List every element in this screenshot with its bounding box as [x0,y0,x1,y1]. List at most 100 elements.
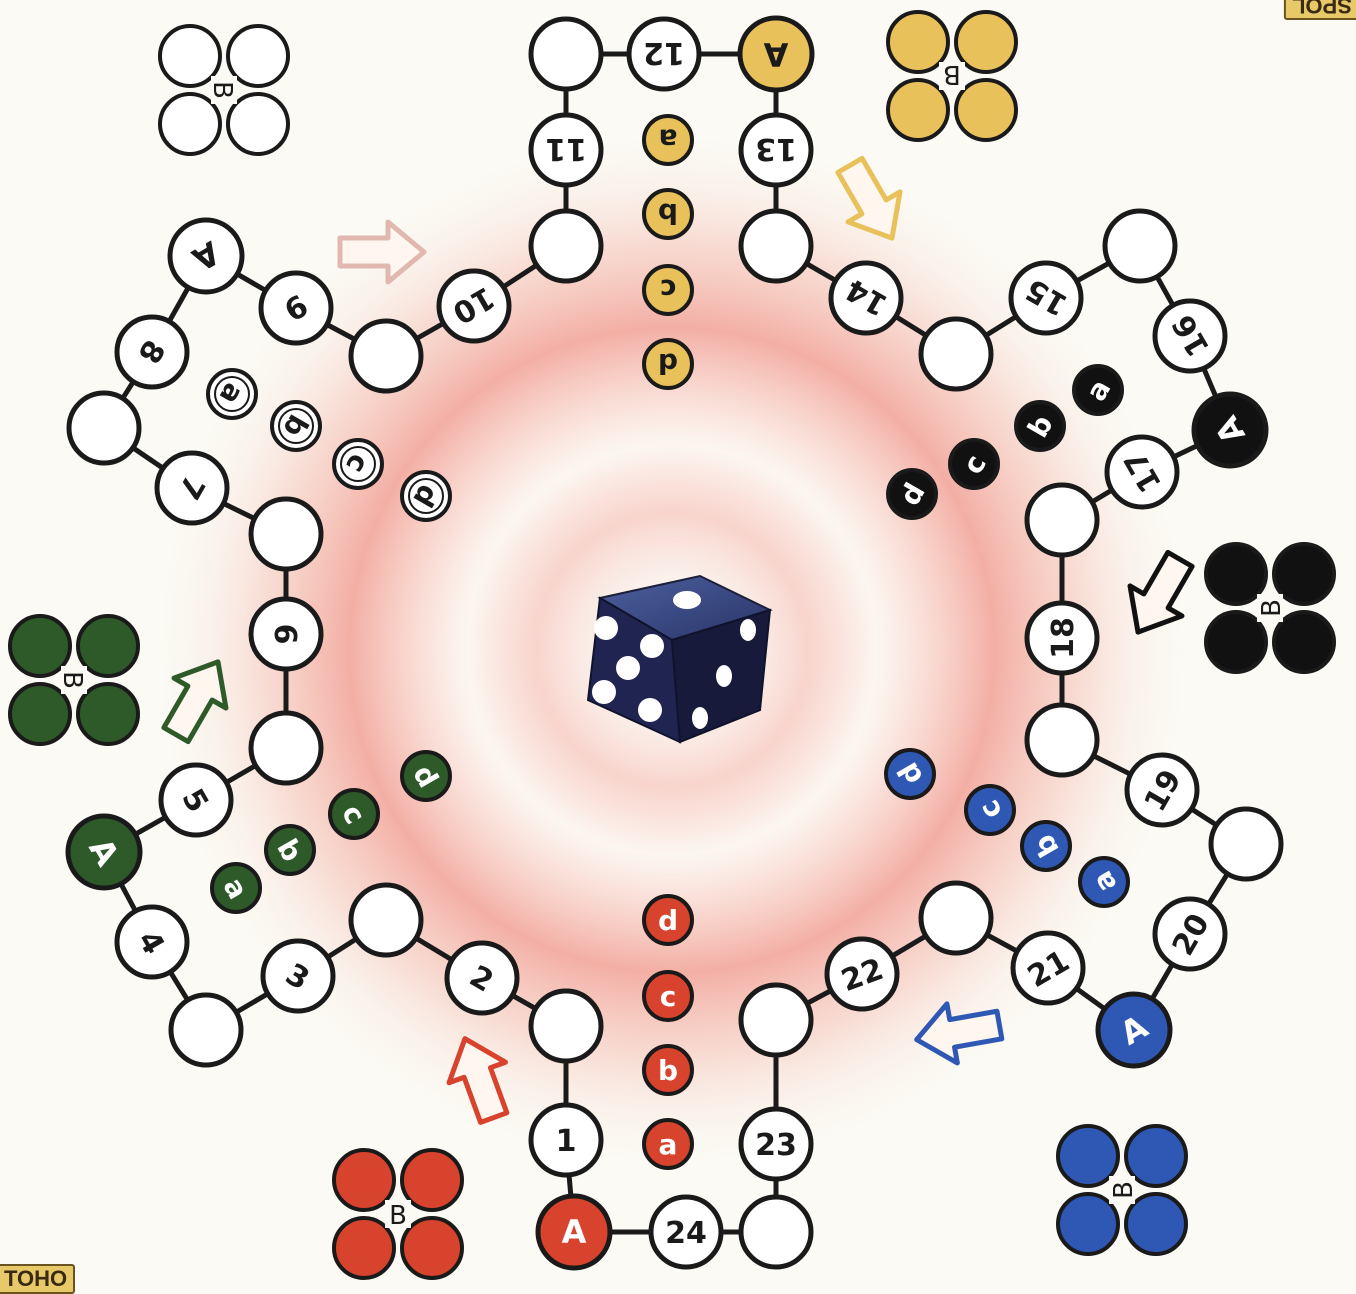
track-field[interactable]: 4 [117,907,187,977]
start-field-white[interactable]: A [170,220,242,292]
home-field[interactable]: d [888,470,936,518]
home-field[interactable]: a [1080,858,1128,906]
track-field[interactable] [531,19,601,89]
home-letter: b [658,197,678,230]
track-field[interactable]: 2 [447,943,517,1013]
start-field-red[interactable]: A [538,1196,610,1268]
track-field[interactable]: 10 [439,271,509,341]
home-field[interactable]: a [644,1120,692,1168]
track-field[interactable] [741,985,811,1055]
field-number: 1 [556,1124,577,1159]
field-number: 24 [665,1216,707,1251]
home-field[interactable]: b [1016,402,1064,450]
dice-pip [716,665,732,687]
track-field[interactable]: 18 [1027,603,1097,673]
field-circle [351,321,421,391]
home-field[interactable]: b [1022,822,1070,870]
track-field[interactable] [1027,705,1097,775]
track-field[interactable]: 1 [531,1105,601,1175]
home-field[interactable]: b [272,402,320,450]
field-circle [921,883,991,953]
track-field[interactable]: 8 [117,317,187,387]
track-field[interactable]: 11 [531,115,601,185]
track-field[interactable] [741,1197,811,1267]
field-number: 18 [1046,617,1081,659]
track-field[interactable]: 22 [827,939,897,1009]
track-field[interactable]: 5 [161,765,231,835]
track-field[interactable] [921,883,991,953]
home-field[interactable]: b [644,1046,692,1094]
track-field[interactable] [531,211,601,281]
start-field-yellow[interactable]: A [740,18,812,90]
track-field[interactable] [69,393,139,463]
track-field[interactable] [251,713,321,783]
home-field[interactable]: c [330,790,378,838]
track-field[interactable]: 19 [1127,755,1197,825]
field-circle [741,985,811,1055]
start-label: A [562,1213,587,1251]
dice-pip [640,634,664,658]
base-label: B [1109,1181,1139,1199]
home-field[interactable]: d [402,752,450,800]
track-field[interactable]: 7 [157,453,227,523]
home-field[interactable]: a [1074,366,1122,414]
field-circle [1027,485,1097,555]
home-field[interactable]: c [644,266,692,314]
field-circle [741,1197,811,1267]
track-field[interactable] [531,991,601,1061]
dice-pip [692,707,708,729]
field-circle [741,211,811,281]
track-field[interactable]: 3 [263,941,333,1011]
home-field[interactable]: c [644,972,692,1020]
start-field-black[interactable]: A [1194,394,1266,466]
track-field[interactable]: 12 [629,19,699,89]
track-field[interactable] [741,211,811,281]
track-field[interactable] [251,499,321,569]
track-field[interactable]: 6 [251,599,321,669]
track-field[interactable]: 15 [1011,263,1081,333]
home-field[interactable]: b [644,190,692,238]
home-letter: a [659,1128,678,1161]
base-label: B [389,1201,407,1231]
home-field[interactable]: d [402,472,450,520]
track-field[interactable]: 23 [741,1109,811,1179]
track-field[interactable]: 13 [741,115,811,185]
field-circle [1027,705,1097,775]
home-field[interactable]: a [208,370,256,418]
home-letter: d [658,904,678,937]
field-number: 11 [545,131,587,166]
field-number: 6 [267,624,302,645]
track-field[interactable] [1211,809,1281,879]
home-field[interactable]: a [212,864,260,912]
track-field[interactable]: 14 [831,263,901,333]
track-field[interactable]: 24 [651,1197,721,1267]
home-field[interactable]: c [966,786,1014,834]
field-circle [531,211,601,281]
home-field[interactable]: c [950,440,998,488]
track-field[interactable]: 16 [1155,301,1225,371]
track-field[interactable] [171,995,241,1065]
home-field[interactable]: d [644,896,692,944]
field-number: 13 [755,131,797,166]
home-field[interactable]: b [266,826,314,874]
track-field[interactable] [351,321,421,391]
start-field-blue[interactable]: A [1098,994,1170,1066]
track-field[interactable] [1105,211,1175,281]
home-field[interactable]: d [644,340,692,388]
track-field[interactable]: 21 [1013,933,1083,1003]
track-field[interactable] [1027,485,1097,555]
field-circle [1105,211,1175,281]
track-field[interactable] [921,319,991,389]
home-field[interactable]: a [644,116,692,164]
field-number: 12 [643,35,685,70]
dice-pip [638,698,662,722]
field-number: 23 [755,1128,797,1163]
start-field-green[interactable]: A [68,816,140,888]
home-field[interactable]: d [886,750,934,798]
track-field[interactable]: 9 [261,273,331,343]
track-field[interactable] [351,885,421,955]
home-field[interactable]: c [334,440,382,488]
track-field[interactable]: 20 [1155,899,1225,969]
track-field[interactable]: 17 [1107,437,1177,507]
dice-pip [594,616,618,640]
